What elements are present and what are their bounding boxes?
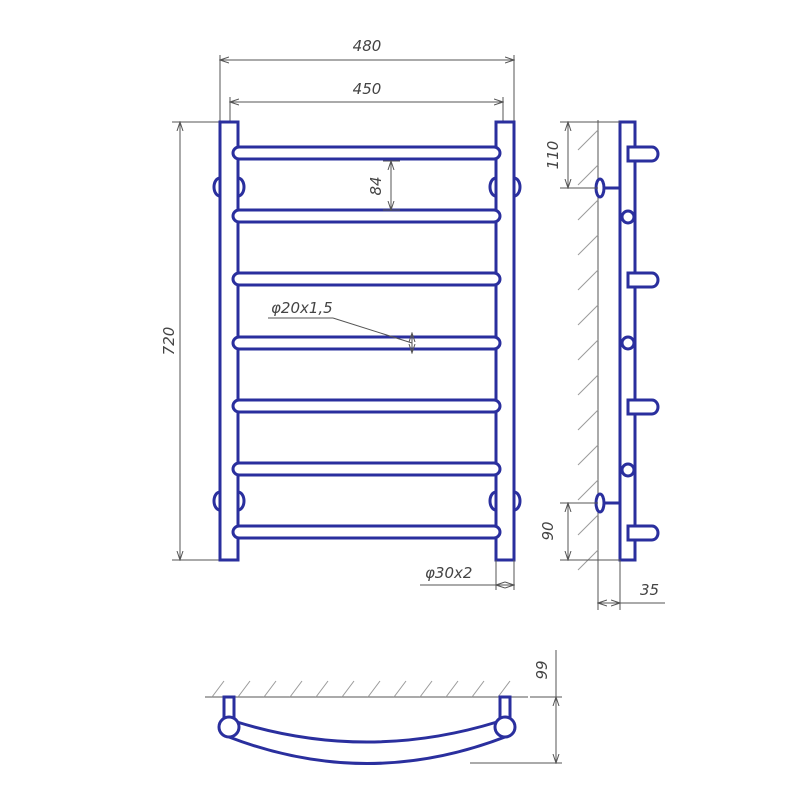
rail: [231, 271, 502, 287]
top-view: 99: [205, 650, 562, 765]
mount-brackets: [212, 176, 522, 512]
dimension-top-mount: 110: [544, 122, 620, 188]
dimension-overall-width: 480: [220, 37, 514, 122]
rail-end: [626, 398, 660, 416]
bracket-top-right: [488, 176, 522, 198]
rail-end: [620, 335, 636, 351]
rail: [231, 335, 502, 351]
rail-end: [626, 524, 660, 542]
rail: [231, 524, 502, 540]
rail: [231, 398, 502, 414]
label-overall-width: 480: [353, 37, 382, 55]
rail-end: [626, 271, 660, 289]
rail: [231, 208, 502, 224]
label-rail-tube: φ20x1,5: [271, 299, 333, 317]
label-bottom-mount: 90: [539, 521, 557, 540]
dimension-wall-depth: 35: [598, 560, 665, 610]
top-left-tube: [217, 715, 241, 739]
leader-rail-tube: φ20x1,5: [268, 299, 412, 353]
dimension-height: 720: [160, 122, 222, 560]
rails: [231, 145, 502, 540]
label-height: 720: [160, 327, 178, 356]
leader-side-tube: φ30x2: [420, 560, 514, 590]
dimension-depth: 99: [470, 650, 562, 763]
label-inner-width: 450: [353, 80, 382, 98]
bracket-top-left: [212, 176, 246, 198]
label-side-tube: φ30x2: [425, 564, 472, 582]
rail-end: [620, 209, 636, 225]
top-wall-hatch: [205, 680, 528, 698]
label-rail-spacing: 84: [367, 176, 385, 195]
dimension-rail-spacing: 84: [367, 161, 400, 210]
side-rail-ends: [620, 145, 660, 542]
rail-inner-curve: [236, 720, 498, 744]
side-brackets: [594, 177, 620, 514]
top-right-tube: [493, 715, 517, 739]
rail-end: [626, 145, 660, 163]
rail: [231, 461, 502, 477]
bracket-bottom-left: [212, 490, 246, 512]
rail-end: [620, 462, 636, 478]
front-view: 480 450 720: [160, 37, 522, 590]
dimension-inner-width: 450: [230, 80, 503, 122]
label-wall-depth: 35: [640, 581, 659, 599]
side-view: 110 90 35: [539, 120, 665, 610]
label-depth: 99: [533, 660, 551, 679]
rail: [231, 145, 502, 161]
label-top-mount: 110: [544, 141, 562, 170]
bracket-bottom-right: [488, 490, 522, 512]
dimension-bottom-mount: 90: [539, 503, 620, 560]
rail-outer-curve: [228, 735, 506, 765]
